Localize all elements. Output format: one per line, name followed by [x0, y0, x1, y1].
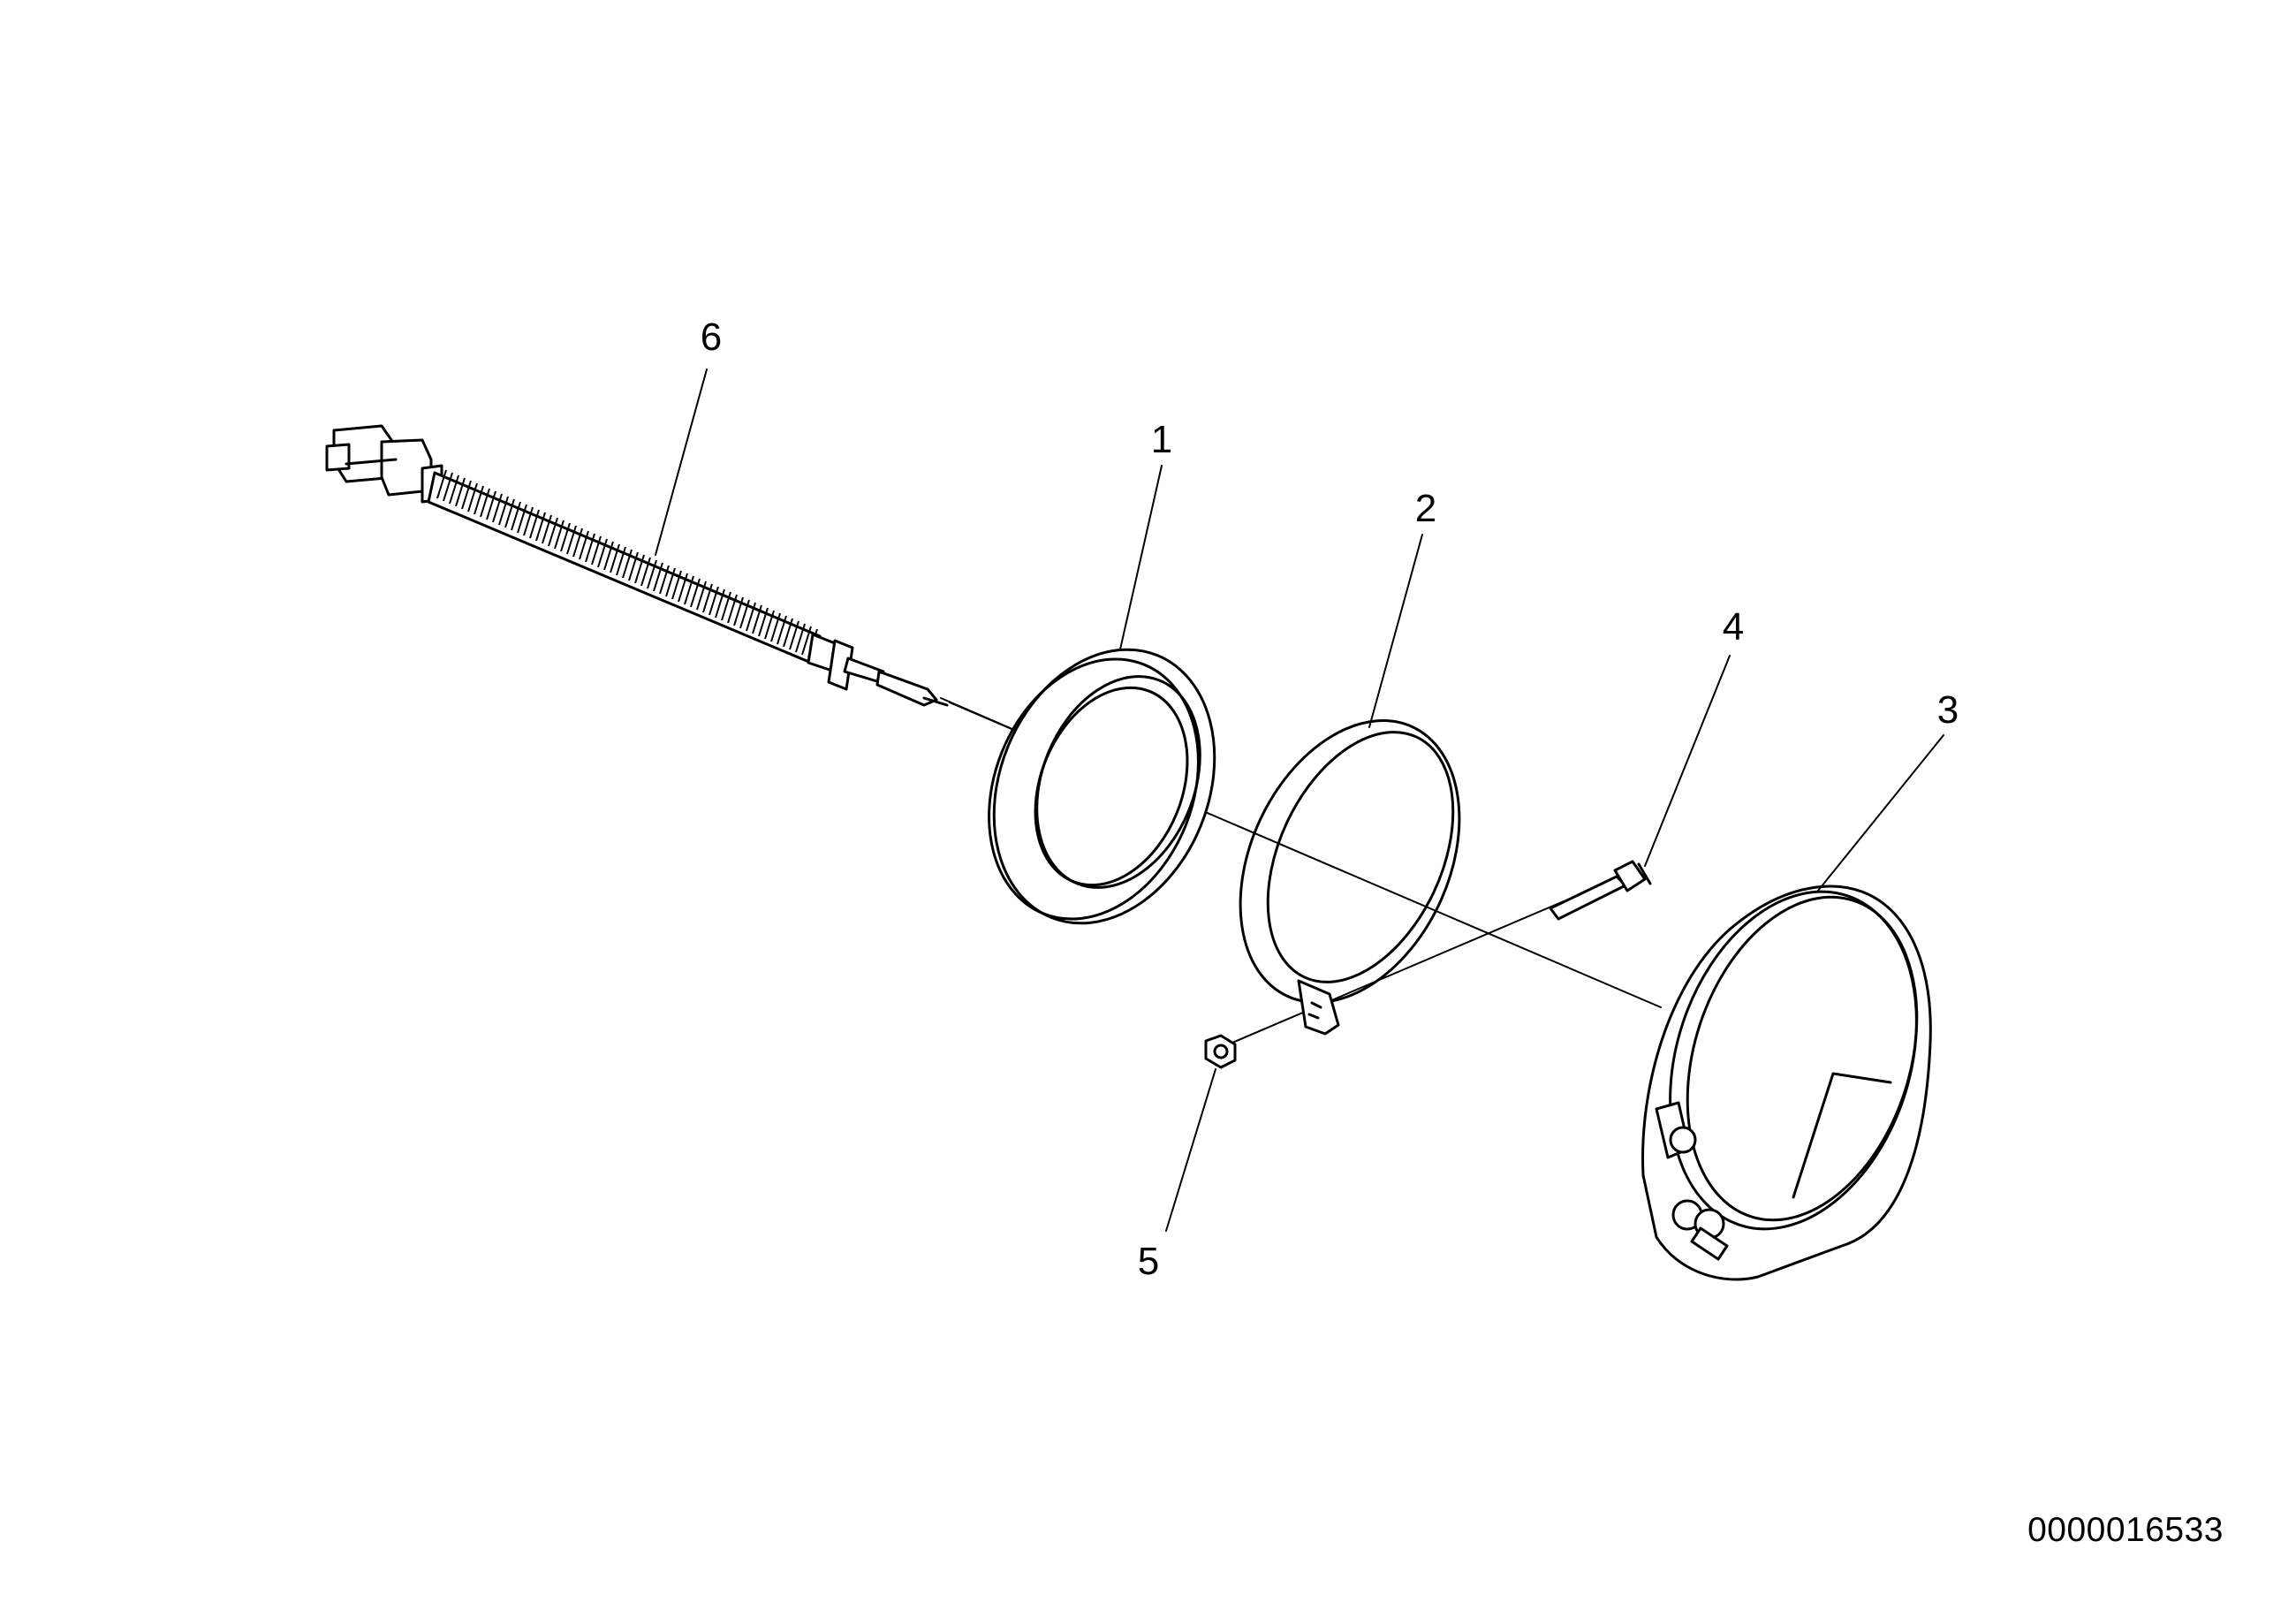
leader-5	[1165, 1068, 1216, 1232]
cable-rib	[665, 567, 676, 597]
callout-1: 1	[1151, 418, 1172, 461]
cable-rib	[572, 528, 583, 558]
cable-rib	[616, 546, 626, 576]
part-6-sensor-cable	[325, 424, 949, 707]
callout-4: 4	[1723, 605, 1744, 649]
cable-rib	[529, 509, 540, 539]
cable-rib	[640, 557, 651, 587]
leader-4	[1644, 655, 1731, 867]
callout-5: 5	[1138, 1240, 1159, 1283]
cable-rib	[795, 623, 806, 653]
callout-6: 6	[701, 315, 722, 359]
leader-2	[1368, 534, 1423, 728]
cable-rib	[647, 559, 657, 589]
cable-rib	[467, 482, 478, 512]
cable-rib	[517, 504, 527, 534]
part-3-housing	[1641, 884, 1932, 1281]
cable-rib	[548, 517, 558, 547]
callout-2: 2	[1415, 487, 1436, 530]
callout-3: 3	[1937, 688, 1959, 732]
cable-rib	[554, 520, 565, 550]
cable-rib	[758, 607, 769, 637]
part-1-seal-ring	[988, 648, 1216, 925]
cable-rib	[579, 530, 589, 560]
cable-rib	[702, 583, 713, 613]
cable-rib	[591, 535, 602, 566]
cable-rib	[504, 498, 515, 528]
cable-rib	[696, 581, 707, 611]
cable-rib	[752, 604, 762, 634]
cable-rib	[535, 512, 546, 542]
cable-rib	[634, 554, 645, 584]
cable-rib	[597, 538, 608, 568]
cable-rib	[721, 591, 731, 621]
cable-rib	[764, 610, 775, 640]
cable-rib	[678, 573, 688, 603]
cable-rib	[659, 565, 670, 595]
cable-rib	[622, 549, 633, 579]
leader-1	[1119, 465, 1163, 650]
cable-rib	[690, 578, 701, 608]
cable-rib	[455, 477, 466, 507]
cable-rib	[770, 612, 781, 642]
bolt-axis-line	[1231, 900, 1565, 1044]
cable-rib	[436, 469, 447, 499]
cable-rib	[449, 474, 459, 505]
cable-rib	[566, 525, 577, 555]
drawing-number: 0000016533	[2027, 1511, 2224, 1549]
cable-rib	[498, 496, 509, 526]
cable-rib	[474, 485, 484, 515]
cable-rib	[610, 543, 620, 573]
assembly-axis-line-tip	[940, 697, 1015, 731]
cable-rib	[715, 588, 725, 619]
cable-rib	[628, 551, 639, 581]
cable-rib	[789, 620, 799, 650]
cable-rib	[746, 602, 756, 632]
cable-rib	[443, 472, 453, 502]
cable-rib	[671, 570, 682, 600]
part-5-nut	[1204, 1034, 1237, 1069]
cable-rib	[461, 480, 472, 510]
cable-rib	[709, 586, 719, 616]
cable-rib	[777, 615, 787, 645]
cable-rib	[560, 522, 571, 552]
cable-rib	[783, 618, 793, 648]
cable-rib	[733, 596, 744, 626]
cable-rib	[480, 488, 490, 518]
part-4-bolt	[1549, 860, 1652, 921]
cable-rib	[492, 493, 503, 523]
cable-rib	[684, 575, 694, 605]
cable-rib	[603, 541, 614, 571]
cable-rib	[653, 562, 663, 592]
cable-rib	[542, 514, 552, 544]
cable-rib	[801, 626, 812, 656]
cable-rib	[511, 501, 521, 531]
cable-rib	[523, 506, 534, 536]
cable-rib	[727, 594, 738, 624]
cable-rib	[739, 599, 750, 629]
part-2-clamp-band	[1239, 719, 1461, 1036]
cable-rib	[585, 533, 595, 563]
leader-3	[1817, 734, 1944, 892]
leader-6	[655, 368, 708, 556]
cable-rib	[486, 490, 496, 520]
